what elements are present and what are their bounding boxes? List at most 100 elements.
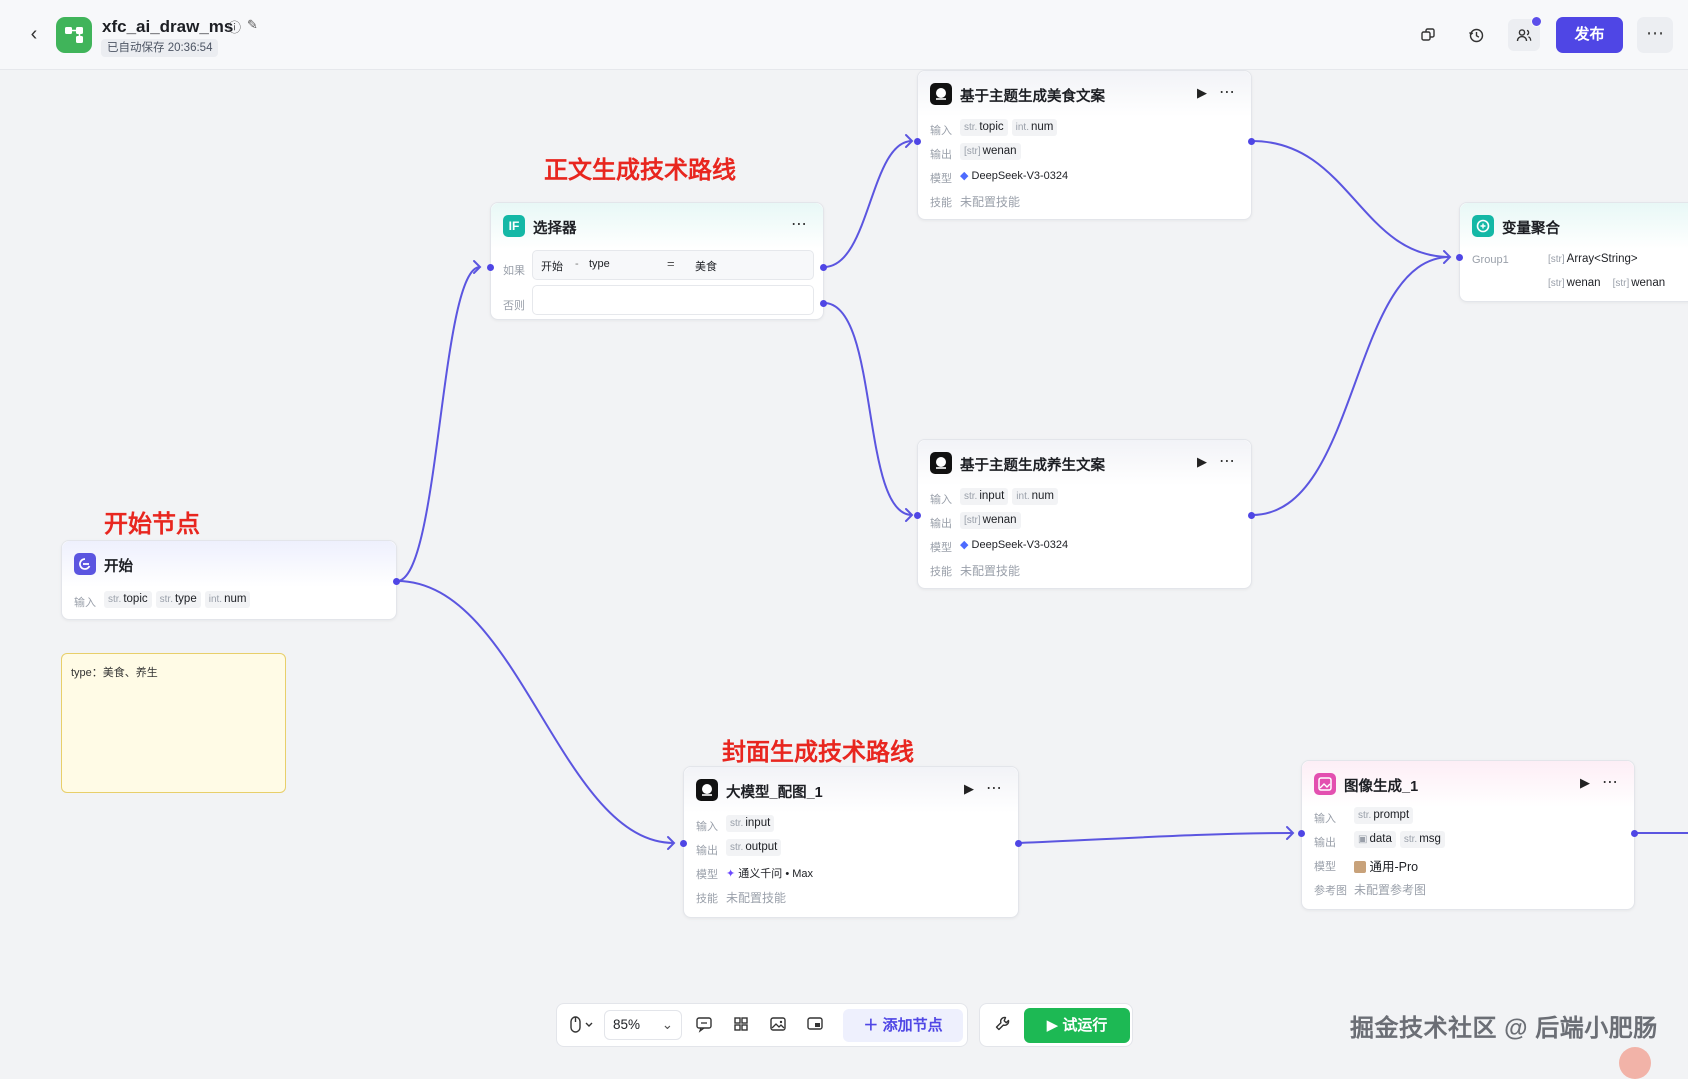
condition-box[interactable]: 开始 - type = 美食 xyxy=(532,250,814,280)
autosave-status: 已自动保存 20:36:54 xyxy=(101,39,219,57)
copy-button[interactable] xyxy=(1412,19,1444,51)
node-header: 基于主题生成养生文案 ▶ ⋯ xyxy=(918,440,1251,486)
mouse-mode-icon[interactable] xyxy=(569,1015,599,1037)
output-port[interactable] xyxy=(1631,830,1638,837)
edit-icon[interactable]: ✎ xyxy=(247,17,258,32)
plus-icon: ＋ xyxy=(863,1017,883,1034)
arrow-health xyxy=(905,508,914,522)
collaborators-button[interactable] xyxy=(1508,16,1542,51)
node-header: 变量聚合 xyxy=(1460,203,1688,249)
llm-icon xyxy=(696,779,718,801)
input-port[interactable] xyxy=(914,138,921,145)
node-title: 基于主题生成养生文案 xyxy=(960,458,1105,474)
node-title: 基于主题生成美食文案 xyxy=(960,89,1105,105)
more-icon[interactable]: ⋯ xyxy=(1219,84,1236,101)
copy-icon xyxy=(1421,28,1435,41)
connection-wires xyxy=(396,134,1688,850)
more-icon[interactable]: ⋯ xyxy=(1219,453,1236,470)
more-icon[interactable]: ⋯ xyxy=(1602,774,1619,791)
node-title: 大模型_配图_1 xyxy=(726,785,823,801)
else-box[interactable] xyxy=(532,285,814,315)
output-port[interactable] xyxy=(1248,138,1255,145)
history-icon xyxy=(1469,28,1484,43)
more-icon[interactable]: ⋯ xyxy=(986,780,1003,797)
layout-icon[interactable] xyxy=(732,1015,750,1037)
wire-selector-food xyxy=(823,140,913,268)
back-icon[interactable]: ‹ xyxy=(30,23,38,45)
sticky-note[interactable]: type：美食、养生 xyxy=(61,653,286,793)
input-port[interactable] xyxy=(680,840,687,847)
condition-value[interactable]: 美食 xyxy=(695,261,717,273)
run-icon[interactable]: ▶ xyxy=(1197,85,1207,100)
minimap-icon[interactable] xyxy=(806,1015,824,1037)
publish-button[interactable]: 发布 xyxy=(1556,17,1623,53)
start-icon xyxy=(74,553,96,575)
condition-variable: type xyxy=(589,258,610,270)
users-icon xyxy=(1516,29,1532,42)
input-port[interactable] xyxy=(914,512,921,519)
input-port[interactable] xyxy=(1456,254,1463,261)
llm-icon xyxy=(930,452,952,474)
more-icon[interactable]: ⋯ xyxy=(791,216,808,233)
node-header: 大模型_配图_1 ▶ ⋯ xyxy=(684,767,1018,813)
zoom-select[interactable]: 85% ⌄ xyxy=(604,1010,682,1040)
wire-health-aggregate xyxy=(1251,256,1451,516)
var-chip: str.topic xyxy=(104,591,152,608)
image-icon xyxy=(1314,773,1336,795)
more-options-icon[interactable]: ⋯ xyxy=(1637,17,1673,53)
info-icon[interactable]: ⓘ xyxy=(228,20,242,35)
node-title: 选择器 xyxy=(533,221,577,237)
annotation-start-node: 开始节点 xyxy=(104,511,200,538)
chevron-down-icon: ⌄ xyxy=(661,1017,673,1032)
node-title: 开始 xyxy=(104,559,133,575)
model-thumbnail-icon xyxy=(1354,861,1366,873)
comment-icon[interactable] xyxy=(695,1015,713,1037)
play-icon: ▶ xyxy=(1046,1017,1063,1034)
if-icon: IF xyxy=(503,215,525,237)
output-port[interactable] xyxy=(393,578,400,585)
else-output-port[interactable] xyxy=(820,300,827,307)
run-icon[interactable]: ▶ xyxy=(1197,454,1207,469)
history-button[interactable] xyxy=(1460,19,1492,51)
wrench-icon[interactable] xyxy=(994,1015,1012,1037)
var-chip: int.num xyxy=(204,591,251,608)
watermark: 掘金技术社区 @ 后端小肥肠 xyxy=(1350,1015,1658,1042)
run-toolbar: ▶ 试运行 xyxy=(979,1003,1133,1047)
condition-operator[interactable]: = xyxy=(667,256,675,271)
var-chip: str.type xyxy=(155,591,201,608)
node-title: 图像生成_1 xyxy=(1344,779,1419,795)
variable-aggregate-node[interactable]: 变量聚合 Group1 [str]Array<String> [str]wena… xyxy=(1456,202,1688,302)
add-node-button[interactable]: ＋ 添加节点 xyxy=(843,1009,963,1042)
trial-run-button[interactable]: ▶ 试运行 xyxy=(1024,1008,1130,1043)
if-output-port[interactable] xyxy=(820,264,827,271)
run-icon[interactable]: ▶ xyxy=(1580,775,1590,790)
output-port[interactable] xyxy=(1015,840,1022,847)
arrow-aggregate xyxy=(1443,250,1452,264)
app-name: xfc_ai_draw_ms xyxy=(102,17,234,36)
output-port[interactable] xyxy=(1248,512,1255,519)
selector-node[interactable]: IF 选择器 ⋯ 如果 开始 - type = 美食 否则 xyxy=(487,202,827,320)
aggregate-icon xyxy=(1472,215,1494,237)
zoom-level: 85% xyxy=(613,1017,641,1032)
run-icon[interactable]: ▶ xyxy=(964,781,974,796)
avatar xyxy=(1619,1047,1651,1079)
image-export-icon[interactable] xyxy=(769,1015,787,1037)
arrow-selector xyxy=(473,260,482,274)
node-header: 基于主题生成美食文案 ▶ ⋯ xyxy=(918,71,1251,117)
wire-selector-health xyxy=(823,302,913,516)
top-header: ‹ xfc_ai_draw_ms ⓘ ✎ 已自动保存 20:36:54 发布 ⋯ xyxy=(0,0,1688,70)
deepseek-icon: ◆ xyxy=(960,539,969,551)
node-header: IF 选择器 ⋯ xyxy=(491,203,823,249)
arrow-llm xyxy=(667,836,676,850)
input-port[interactable] xyxy=(487,264,494,271)
input-port[interactable] xyxy=(1298,830,1305,837)
wire-start-llm xyxy=(396,580,675,844)
app-logo xyxy=(56,17,92,53)
canvas-toolbar: 85% ⌄ ＋ 添加节点 xyxy=(556,1003,968,1047)
